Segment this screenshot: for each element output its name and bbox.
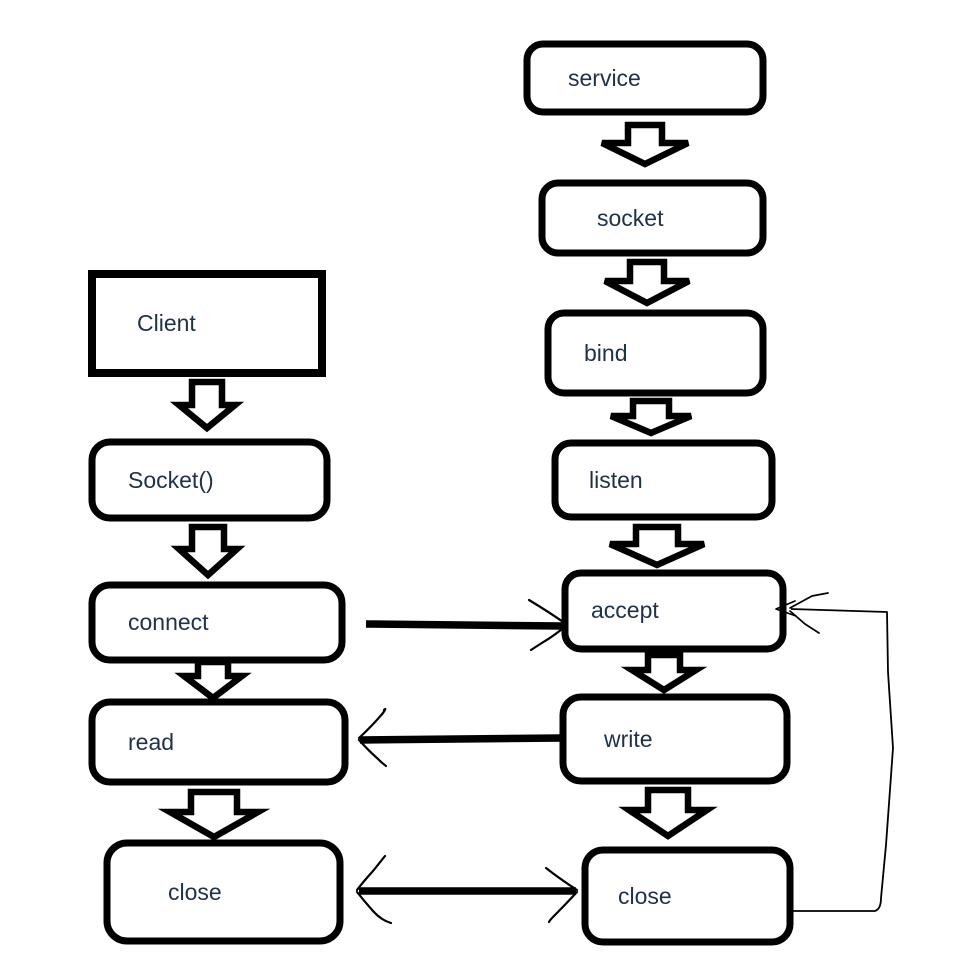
connect-to-accept-line xyxy=(365,620,563,630)
loop-arrowhead-icon xyxy=(789,610,820,634)
arrowhead-right-icon xyxy=(544,866,579,892)
connect-label: connect xyxy=(128,609,209,635)
arrowhead-right-icon xyxy=(527,598,568,626)
close-to-close-arrow xyxy=(355,854,579,925)
connect-to-accept-arrow xyxy=(365,598,568,652)
server-node-socket: socket xyxy=(538,179,767,257)
client-node-client: Client xyxy=(88,270,326,377)
server-node-write: write xyxy=(559,693,791,785)
arrowhead-left-icon xyxy=(357,707,387,740)
client-socket-label: Socket() xyxy=(128,467,214,493)
write-to-read-line xyxy=(359,734,563,744)
client-close-label: close xyxy=(168,879,222,905)
socket-label: socket xyxy=(597,205,664,231)
down-block-arrow-service-socket xyxy=(600,121,690,168)
loop-arrowhead-icon xyxy=(775,600,797,617)
bind-label: bind xyxy=(584,340,627,366)
loop-arrowhead-icon xyxy=(789,592,829,609)
client-label: Client xyxy=(137,310,196,336)
read-box xyxy=(88,698,349,786)
down-block-arrow-read-close xyxy=(157,788,271,841)
client-node-close: close xyxy=(103,839,344,945)
client-socket-box xyxy=(88,438,331,522)
down-block-arrow-bind-listen xyxy=(609,397,693,437)
client-close-box xyxy=(103,839,344,945)
down-block-arrow-connect-read xyxy=(174,658,252,703)
client-node-socket: Socket() xyxy=(88,438,331,522)
listen-label: listen xyxy=(589,467,643,493)
service-box xyxy=(523,40,767,116)
server-node-close: close xyxy=(581,846,794,946)
client-box xyxy=(88,270,326,377)
arrowhead-right-icon xyxy=(529,624,568,652)
server-close-label: close xyxy=(618,883,672,909)
client-node-connect: connect xyxy=(88,581,346,664)
bind-box xyxy=(544,309,767,397)
read-label: read xyxy=(128,729,174,755)
down-block-arrow-listen-accept xyxy=(608,523,706,569)
write-label: write xyxy=(603,726,653,752)
listen-box xyxy=(551,439,776,521)
down-block-arrow-socket-bind xyxy=(603,258,691,307)
accept-label: accept xyxy=(591,597,659,623)
server-close-loop-to-accept xyxy=(775,592,894,912)
socket-box xyxy=(538,179,767,257)
write-to-read-arrow xyxy=(357,707,563,768)
down-block-arrow-socket-connect xyxy=(170,523,246,580)
server-close-box xyxy=(581,846,794,946)
loop-line xyxy=(790,608,894,912)
client-node-read: read xyxy=(88,698,349,786)
service-label: service xyxy=(568,65,641,91)
server-node-service: service xyxy=(523,40,767,116)
server-node-accept: accept xyxy=(561,569,787,653)
server-node-listen: listen xyxy=(551,439,776,521)
arrowhead-right-icon xyxy=(547,890,579,924)
arrowhead-left-icon xyxy=(355,854,387,892)
write-box xyxy=(559,693,791,785)
down-block-arrow-write-close xyxy=(618,786,718,840)
down-block-arrow-accept-write xyxy=(620,651,708,694)
arrowhead-left-icon xyxy=(357,738,388,768)
arrowhead-left-icon xyxy=(355,890,393,925)
down-block-arrow-client-socket xyxy=(169,378,245,433)
server-node-bind: bind xyxy=(544,309,767,397)
